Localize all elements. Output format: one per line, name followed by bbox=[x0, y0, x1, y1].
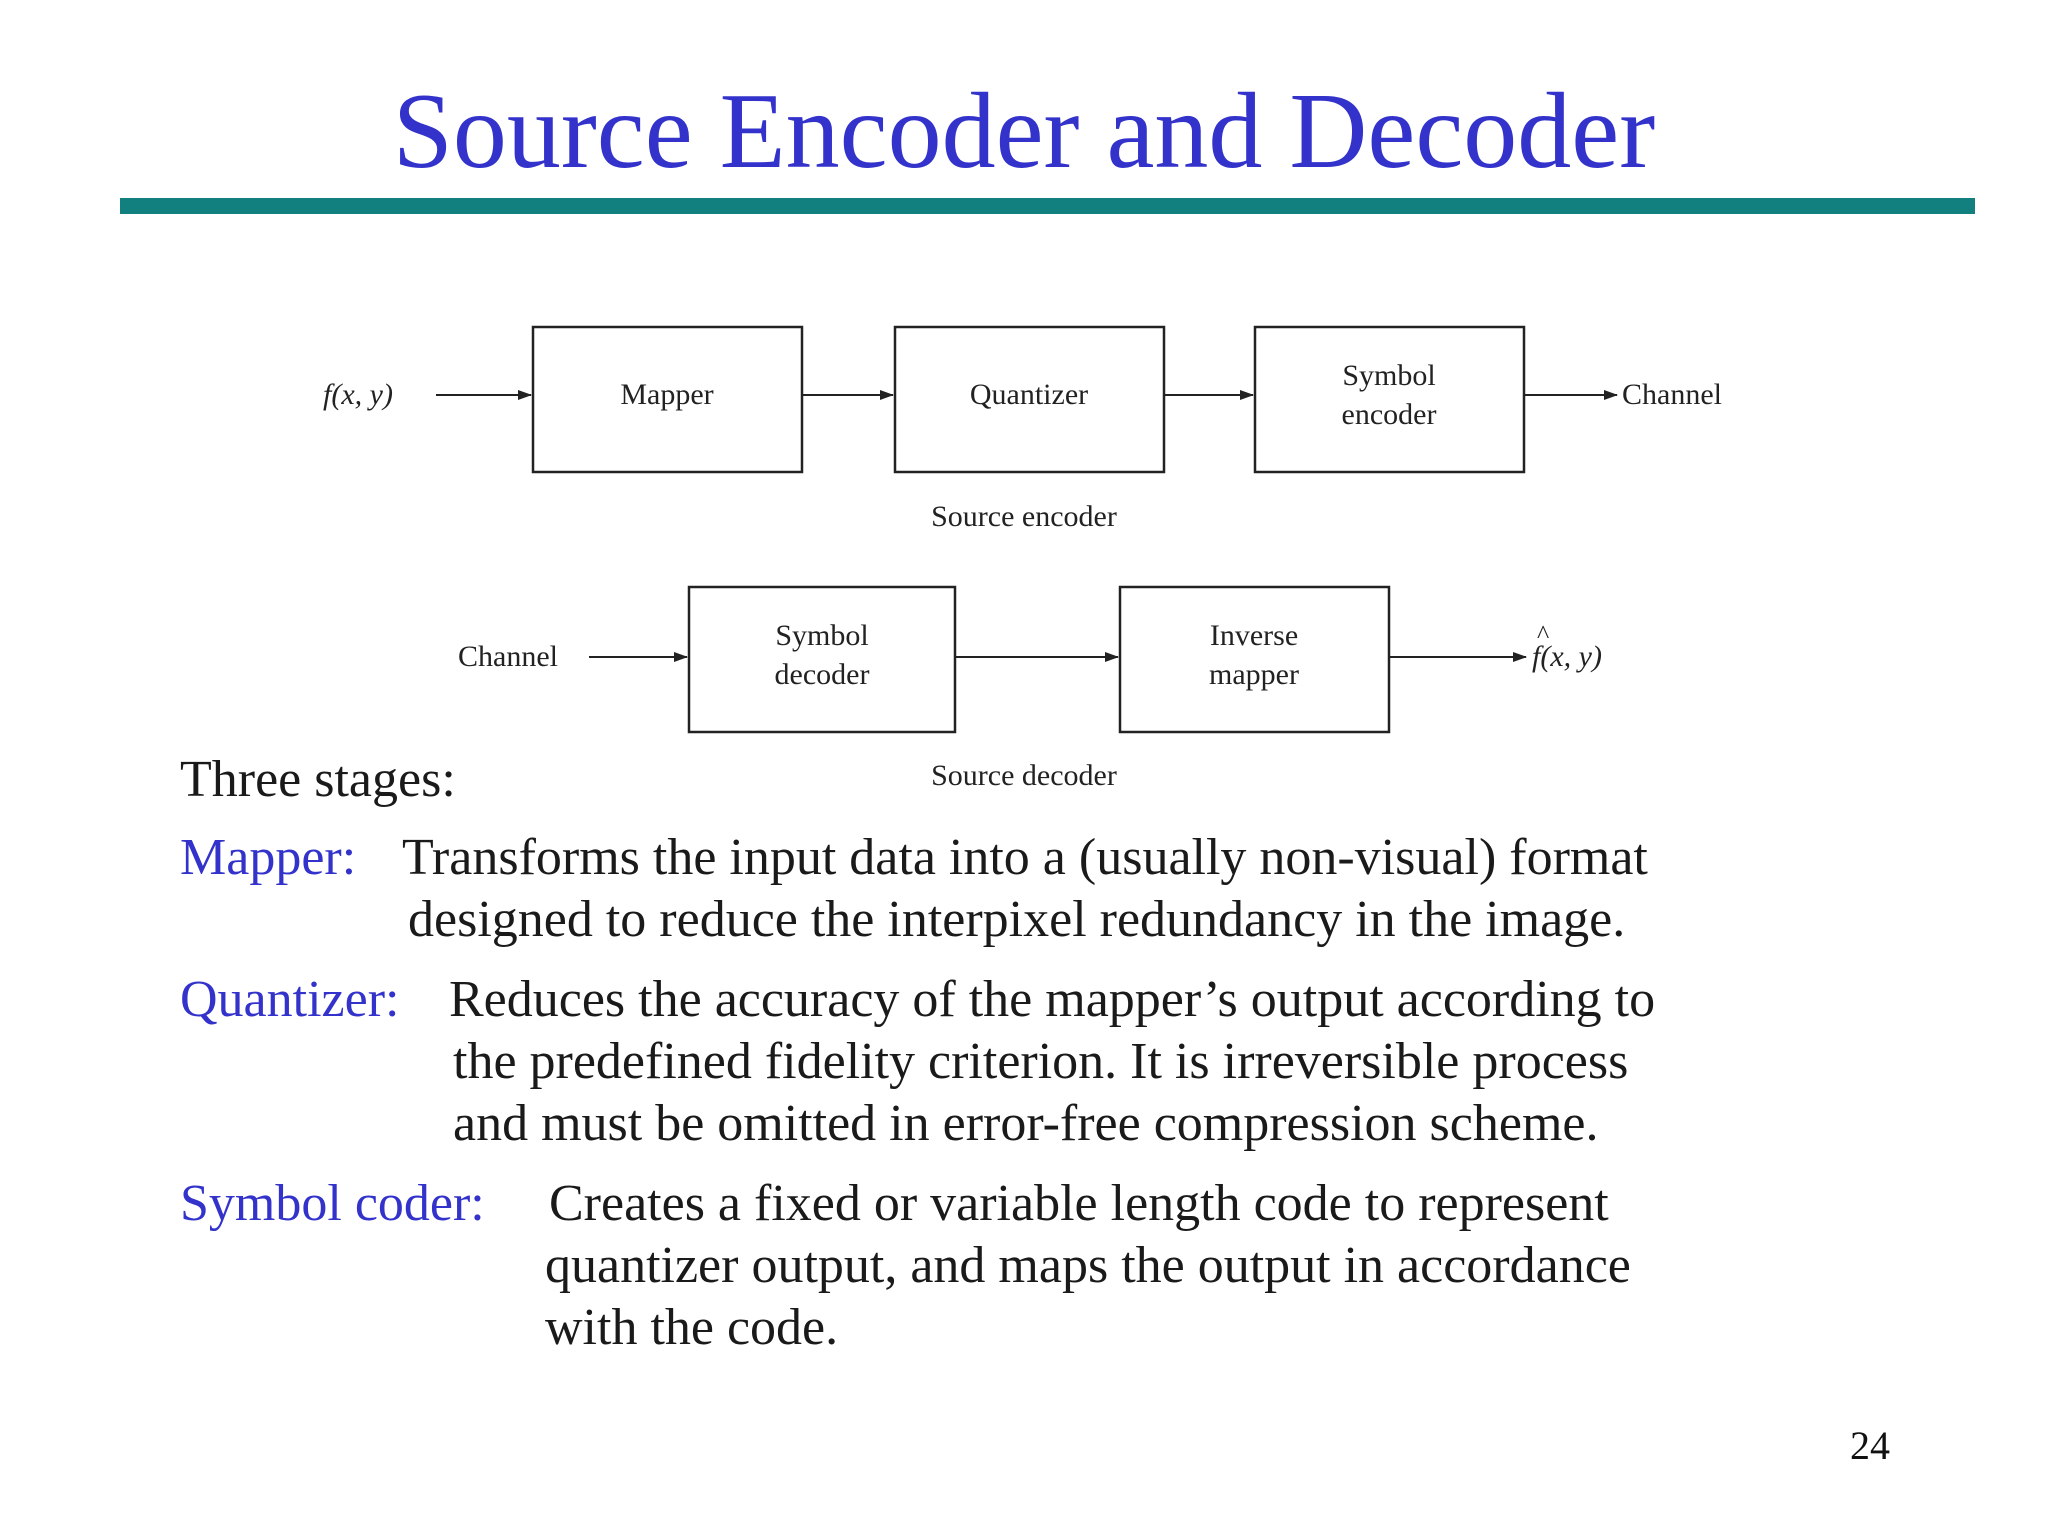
inverse-mapper-label-line2: mapper bbox=[1209, 658, 1299, 691]
encoder-decoder-diagram: f(x, y) Mapper Quantizer Symbol encoder … bbox=[323, 325, 1722, 792]
symbol-coder-term-label: Symbol coder: bbox=[180, 1175, 485, 1232]
symbol-encoder-label-line1: Symbol bbox=[1342, 359, 1435, 392]
symbol-encoder-label-line2: encoder bbox=[1342, 398, 1437, 431]
inverse-mapper-block bbox=[1118, 585, 1391, 734]
encoder-input-label: f(x, y) bbox=[323, 378, 393, 411]
f-hat-accent: ^ bbox=[1537, 620, 1549, 649]
symbol-coder-desc-line3: with the code. bbox=[545, 1299, 839, 1356]
quantizer-term: Quantizer: bbox=[180, 969, 399, 1031]
symbol-decoder-label-line2: decoder bbox=[775, 658, 870, 691]
quantizer-term-label: Quantizer: bbox=[180, 971, 400, 1028]
quantizer-desc-line2: the predefined fidelity criterion. It is… bbox=[453, 1033, 1629, 1090]
decoder-row: Channel Symbol decoder Inverse mapper f(… bbox=[458, 585, 1602, 792]
title-divider bbox=[120, 198, 1975, 214]
page-number: 24 bbox=[1850, 1423, 1890, 1468]
mapper-desc-line2: designed to reduce the interpixel redund… bbox=[408, 891, 1626, 948]
encoder-row: f(x, y) Mapper Quantizer Symbol encoder … bbox=[323, 325, 1722, 533]
source-decoder-caption: Source decoder bbox=[931, 759, 1117, 792]
encoder-output-label: Channel bbox=[1622, 378, 1722, 411]
intro-text: Three stages: bbox=[180, 751, 456, 808]
source-encoder-caption: Source encoder bbox=[931, 500, 1117, 533]
symbol-decoder-block bbox=[687, 585, 957, 734]
symbol-coder-desc-line1: Creates a fixed or variable length code … bbox=[549, 1175, 1609, 1232]
symbol-encoder-block bbox=[1253, 325, 1526, 474]
quantizer-desc-line3: and must be omitted in error-free compre… bbox=[453, 1095, 1599, 1152]
quantizer-label: Quantizer bbox=[970, 378, 1088, 411]
decoder-input-label: Channel bbox=[458, 640, 558, 673]
symbol-decoder-label-line1: Symbol bbox=[775, 619, 868, 652]
slide-title: Source Encoder and Decoder bbox=[392, 72, 1656, 191]
mapper-label: Mapper bbox=[620, 378, 713, 411]
inverse-mapper-label-line1: Inverse bbox=[1210, 619, 1298, 652]
mapper-term: Mapper: bbox=[180, 827, 356, 889]
quantizer-desc-line1: Reduces the accuracy of the mapper’s out… bbox=[449, 971, 1656, 1028]
mapper-desc-line1: Transforms the input data into a (usuall… bbox=[402, 829, 1648, 886]
mapper-block bbox=[531, 325, 804, 474]
decoder-output-label: f(x, y) bbox=[1532, 640, 1602, 673]
quantizer-block bbox=[893, 325, 1166, 474]
symbol-coder-desc-line2: quantizer output, and maps the output in… bbox=[545, 1237, 1631, 1294]
mapper-term-label: Mapper: bbox=[180, 829, 357, 886]
symbol-coder-term: Symbol coder: bbox=[180, 1173, 485, 1235]
